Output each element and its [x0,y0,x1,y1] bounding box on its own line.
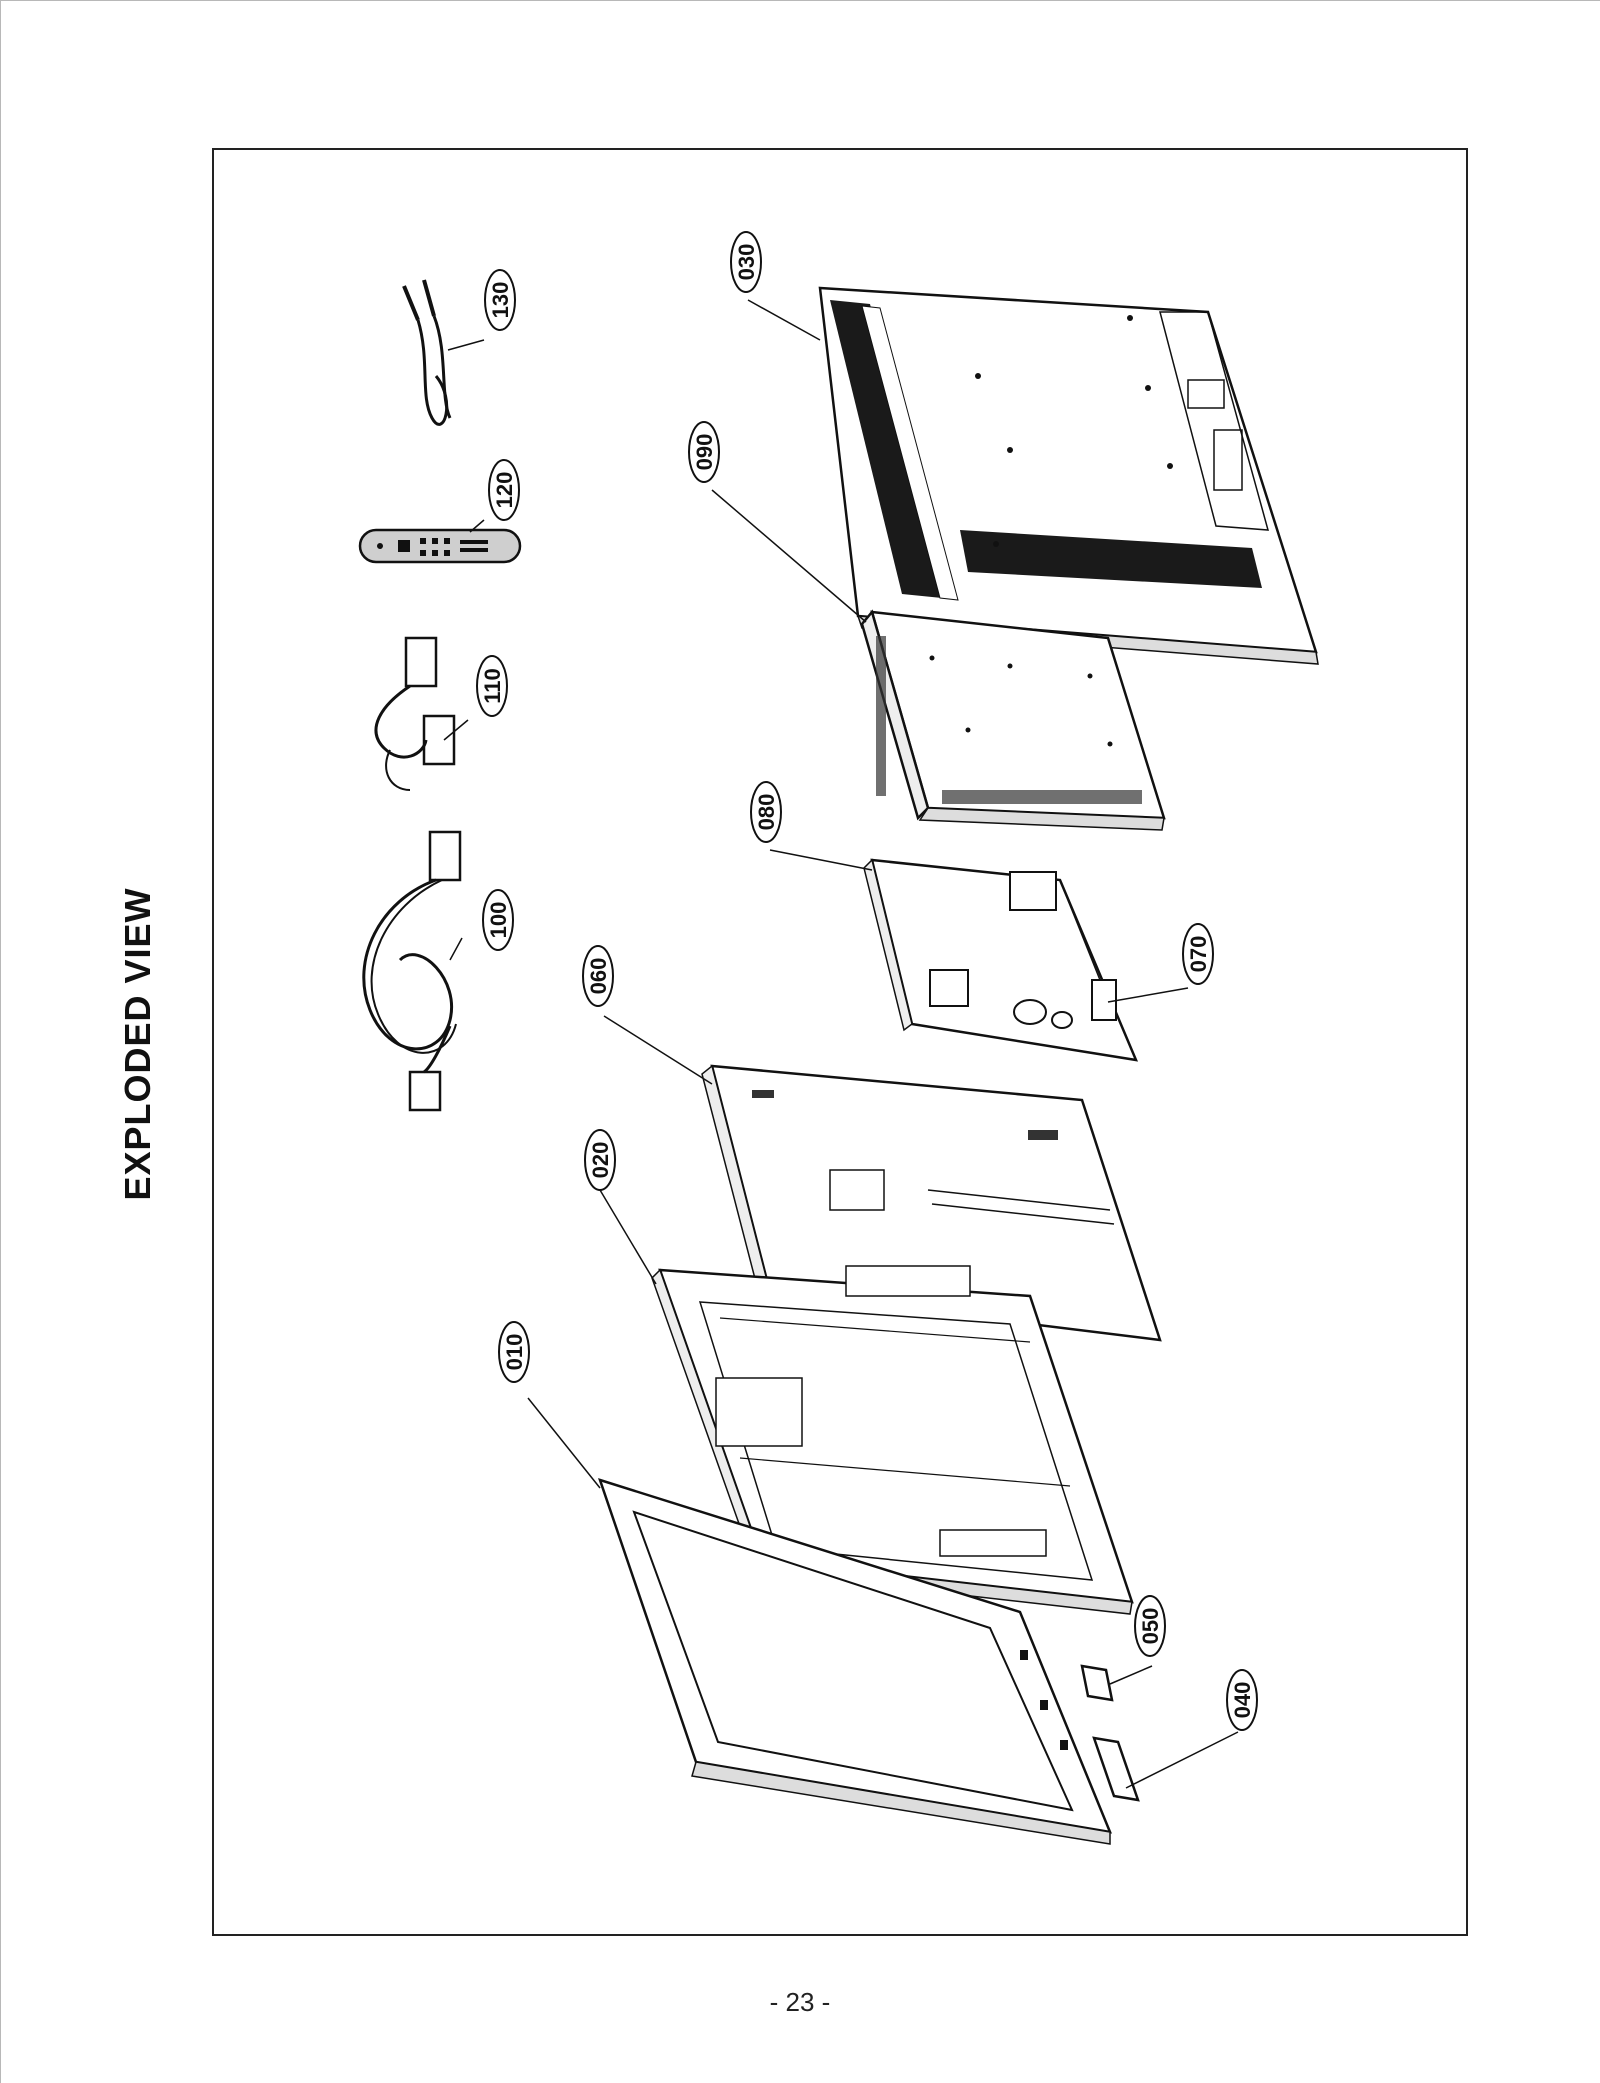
callout-120-label: 120 [492,472,517,509]
page-number: - 23 - [769,1987,831,2017]
part-040-bracket [1092,1736,1140,1802]
part-110-dvi-cable [374,636,456,791]
part-090-shield [860,609,1166,831]
page-edge-top [0,0,1600,1]
callout-080: 080 [750,781,782,843]
callout-040: 040 [1226,1669,1258,1731]
callout-100-label: 100 [486,902,511,939]
callout-020-label: 020 [588,1142,613,1179]
callout-130: 130 [484,269,516,331]
callout-050-label: 050 [1138,1608,1163,1645]
part-050-bracket [1080,1664,1114,1702]
callout-100: 100 [482,889,514,951]
callout-050: 050 [1134,1595,1166,1657]
page-edge-left [0,0,1,2083]
callout-080-label: 080 [754,794,779,831]
callout-120: 120 [488,459,520,521]
callout-020: 020 [584,1129,616,1191]
part-080-main-board [863,858,1139,1062]
part-030-back-cover [818,286,1319,665]
callout-040-label: 040 [1230,1682,1255,1719]
part-020-lcd-module [651,1265,1134,1615]
callout-030-label: 030 [734,244,759,281]
callout-010: 010 [498,1321,530,1383]
callout-060: 060 [582,945,614,1007]
diagram-frame [212,148,1468,1936]
callout-leader-lines [443,299,1239,1789]
callout-070: 070 [1182,923,1214,985]
part-060-chassis [701,1064,1162,1342]
part-100-signal-cable [362,830,462,1112]
callout-060-label: 060 [586,958,611,995]
callout-010-label: 010 [502,1334,527,1371]
callout-130-label: 130 [488,282,513,319]
part-130-audio-cable [402,279,452,426]
callout-110: 110 [476,655,508,717]
callout-070-label: 070 [1186,936,1211,973]
callout-030: 030 [730,231,762,293]
callout-090-label: 090 [692,434,717,471]
callout-110-label: 110 [480,668,505,704]
callout-090: 090 [688,421,720,483]
part-010-front-bezel [598,1478,1113,1845]
part-120-remote-control [358,528,522,564]
